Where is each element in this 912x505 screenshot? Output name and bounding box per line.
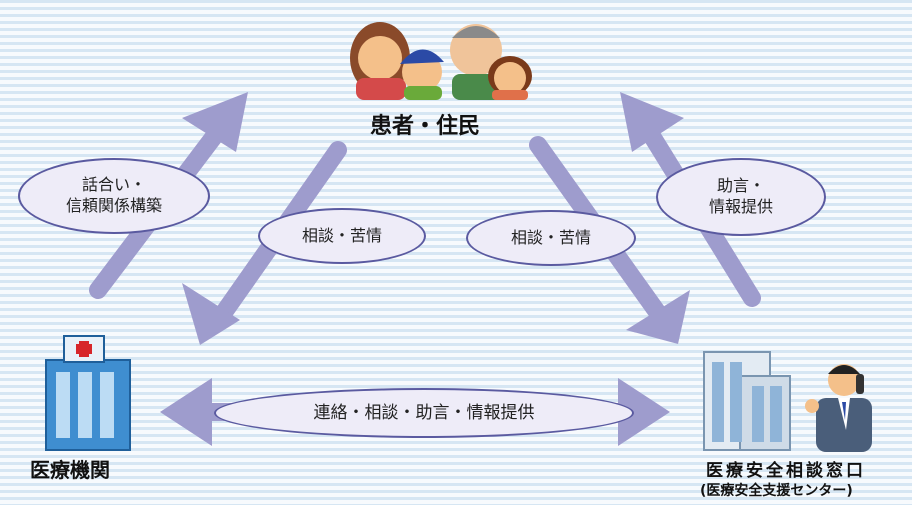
family-illustration [350,22,532,100]
center-subtitle-label: (医療安全支援センター) [700,483,853,499]
patients-label: 患者・住民 [370,114,481,139]
consultation-center-icon [703,351,791,451]
bubble-advice-info: 助言・ 情報提供 [656,158,826,236]
medical-institution-label: 医療機関 [30,458,110,482]
bubble-consult-complaint-left: 相談・苦情 [258,208,426,264]
bubble-liaison: 連絡・相談・助言・情報提供 [214,388,634,438]
bubble-liaison-text: 連絡・相談・助言・情報提供 [313,402,535,423]
bubble-dialogue-trust: 話合い・ 信頼関係構築 [18,158,210,234]
staff-on-phone-icon [805,364,872,452]
bubble-consult-left-text: 相談・苦情 [301,225,382,245]
hospital-icon [45,335,131,451]
bubble-consult-right-text: 相談・苦情 [510,227,591,247]
bubble-dialogue-line2: 信頼関係構築 [65,196,162,215]
center-title-label: 医療安全相談窓口 [706,461,866,481]
bubble-advice-line1: 助言・ [716,176,765,196]
bubble-dialogue-line1: 話合い・ [81,175,146,195]
bubble-advice-line2: 情報提供 [708,197,773,216]
bubble-consult-complaint-right: 相談・苦情 [466,210,636,266]
